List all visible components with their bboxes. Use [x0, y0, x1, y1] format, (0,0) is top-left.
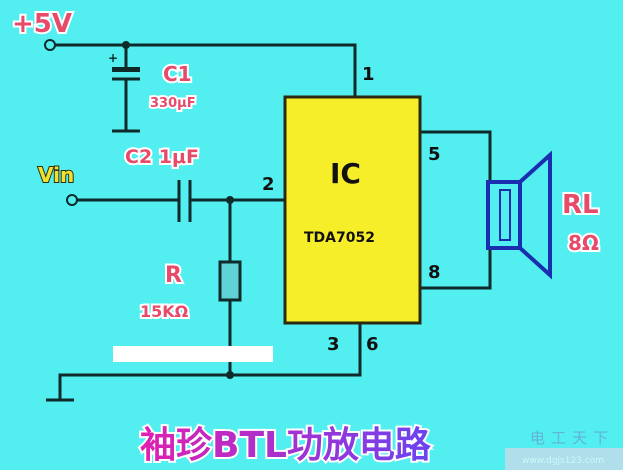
ic-logo: IC	[330, 157, 361, 190]
c1-value: 330μF	[150, 96, 196, 111]
supply-label: +5V	[12, 9, 72, 39]
pin-5-label: 5	[428, 144, 441, 165]
pin-1-label: 1	[362, 64, 375, 85]
capacitor-c1: +	[108, 51, 140, 81]
capacitor-c2	[177, 180, 192, 222]
load-value: 8Ω	[568, 231, 599, 255]
pin-6-label: 6	[366, 334, 379, 355]
supply-terminal	[44, 39, 56, 51]
load-name: RL	[562, 190, 599, 220]
redaction-block	[113, 346, 273, 362]
resistor-value: 15KΩ	[140, 302, 189, 321]
watermark: 电工天下 www.dgjs123.com	[505, 429, 623, 470]
diagram-title: 袖珍BTL功放电路	[140, 425, 432, 466]
pin-2-label: 2	[262, 174, 275, 195]
junction	[226, 371, 234, 379]
ic-chip	[283, 95, 422, 325]
pin-3-label: 3	[327, 334, 340, 355]
c2-label: C2 1μF	[125, 146, 199, 168]
input-terminal	[66, 194, 78, 206]
junction	[226, 196, 234, 204]
wires	[46, 43, 492, 402]
pin-8-label: 8	[428, 262, 441, 283]
junction	[122, 41, 130, 49]
speaker	[486, 150, 552, 280]
resistor	[218, 260, 242, 302]
c1-name: C1	[163, 62, 192, 86]
watermark-name: 电工天下	[530, 429, 614, 447]
input-label: Vin	[38, 163, 74, 187]
watermark-url: www.dgjs123.com	[522, 456, 604, 466]
svg-text:+: +	[108, 51, 118, 65]
resistor-name: R	[165, 263, 182, 288]
ic-model: TDA7052	[304, 230, 375, 246]
